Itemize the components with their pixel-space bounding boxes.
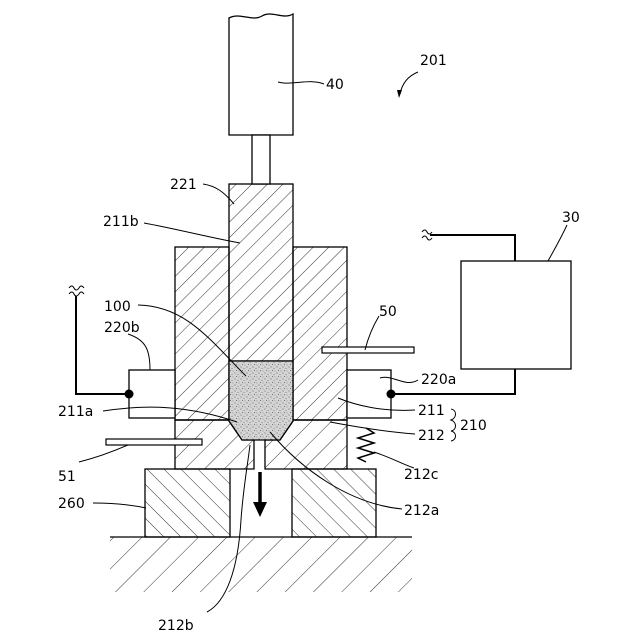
label-210: 210 [460,418,487,434]
electrode-220b [129,370,175,418]
label-260: 260 [58,496,85,512]
ram-40 [229,14,293,184]
label-211: 211 [418,403,445,419]
powder-100 [229,361,293,440]
heater-212c [358,428,374,462]
label-220b: 220b [104,320,140,336]
ground [110,537,412,592]
label-212: 212 [418,428,445,444]
thermocouple-51 [106,439,202,445]
label-212a: 212a [404,503,439,519]
label-220a: 220a [421,372,456,388]
label-221: 221 [170,177,197,193]
label-100: 100 [104,299,131,315]
power-supply-30 [461,261,571,369]
output-arrow [253,472,267,517]
label-211b: 211b [103,214,139,230]
punch-221 [229,184,293,361]
assembly-201-arrow [397,72,418,98]
label-211a: 211a [58,404,93,420]
label-212b: 212b [158,618,194,634]
label-212c: 212c [404,467,438,483]
label-201: 201 [420,53,447,69]
label-50: 50 [379,304,397,320]
label-40: 40 [326,77,344,93]
label-51: 51 [58,469,76,485]
label-30: 30 [562,210,580,226]
thermocouple-50 [322,347,414,353]
